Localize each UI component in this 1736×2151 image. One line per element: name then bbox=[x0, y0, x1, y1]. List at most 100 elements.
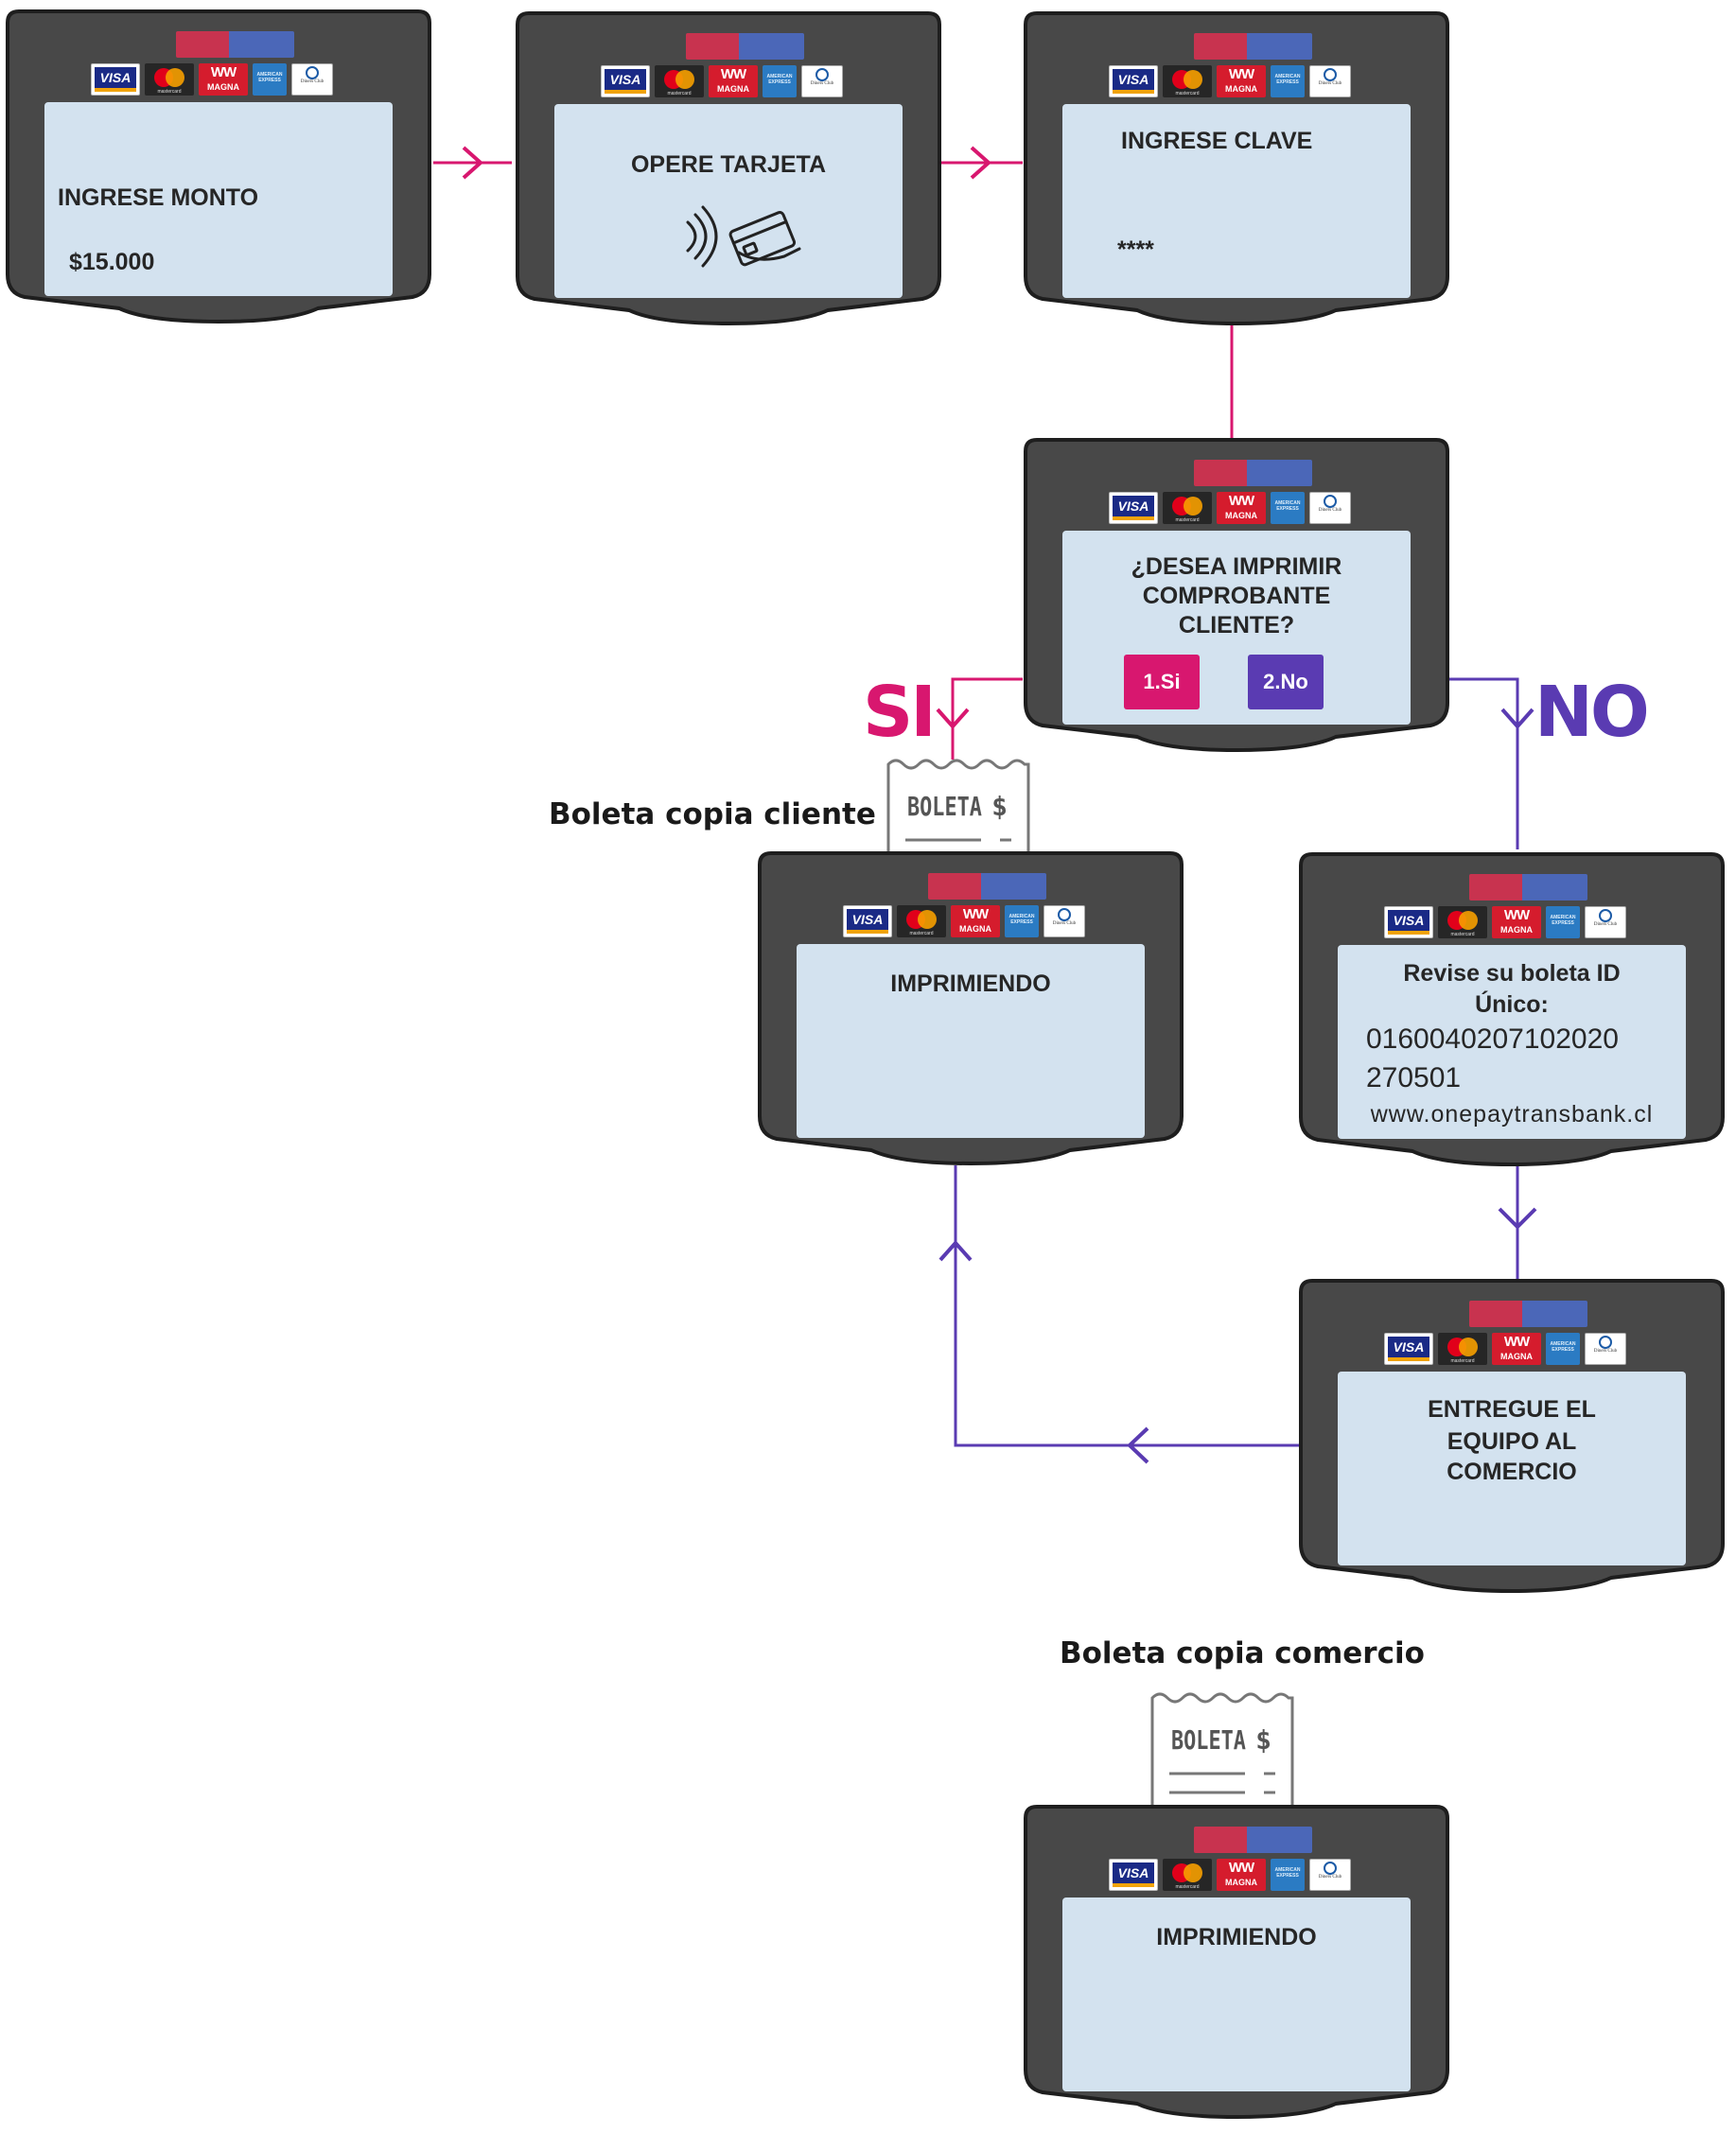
screen-line-1: ENTREGUE EL bbox=[1428, 1396, 1596, 1423]
terminal-screen: IMPRIMIENDO bbox=[797, 944, 1145, 1138]
arrow-down-icon bbox=[1500, 708, 1534, 730]
arrow-right-icon bbox=[970, 146, 992, 180]
mastercard-logo-icon: mastercard bbox=[1163, 65, 1212, 97]
receipt-cliente-icon: BOLETA $ bbox=[885, 757, 1032, 861]
contactless-card-icon bbox=[686, 205, 801, 268]
screen-line-3: COMERCIO bbox=[1447, 1459, 1577, 1485]
mastercard-logo-icon: mastercard bbox=[145, 63, 194, 96]
diners-logo-icon: Diners Club bbox=[1585, 906, 1626, 938]
receipt-currency: $ bbox=[1255, 1724, 1271, 1756]
arrow-down-icon bbox=[1498, 1207, 1537, 1230]
terminal-screen: INGRESE MONTO $15.000 bbox=[44, 102, 393, 296]
diners-logo-icon: Diners Club bbox=[1309, 1859, 1351, 1891]
amex-logo-icon: AMERICAN EXPRESS bbox=[1271, 492, 1305, 524]
screen-line-2: $15.000 bbox=[69, 249, 155, 275]
amex-logo-icon: AMERICAN EXPRESS bbox=[1546, 1333, 1580, 1365]
visa-logo-icon: VISA bbox=[91, 63, 140, 96]
screen-line-2: EQUIPO AL bbox=[1447, 1428, 1577, 1455]
screen-line-1: Revise su boleta ID bbox=[1403, 960, 1621, 987]
boleta-id-part-2: 270501 bbox=[1366, 1062, 1462, 1093]
caption-boleta-cliente: Boleta copia cliente bbox=[549, 797, 876, 831]
screen-line-1: INGRESE CLAVE bbox=[1121, 128, 1313, 154]
amex-logo-icon: AMERICAN EXPRESS bbox=[1005, 905, 1039, 937]
amex-logo-icon: AMERICAN EXPRESS bbox=[253, 63, 287, 96]
visa-logo-icon: VISA bbox=[1109, 65, 1158, 97]
mastercard-logo-icon: mastercard bbox=[897, 905, 946, 937]
terminal-screen: OPERE TARJETA bbox=[554, 104, 903, 298]
onepay-url-link[interactable]: www.onepaytransbank.cl bbox=[1370, 1101, 1654, 1128]
visa-logo-icon: VISA bbox=[601, 65, 650, 97]
brand-bar bbox=[1194, 1827, 1312, 1853]
branch-no-label: NO bbox=[1534, 672, 1650, 753]
visa-logo-icon: VISA bbox=[1384, 906, 1433, 938]
amex-logo-icon: AMERICAN EXPRESS bbox=[1271, 1859, 1305, 1891]
screen-line-1: IMPRIMIENDO bbox=[890, 971, 1051, 997]
connector-entregue-to-imprimiendo bbox=[954, 1165, 1301, 1447]
arrow-right-icon bbox=[462, 146, 484, 180]
screen-line-2: **** bbox=[1117, 236, 1154, 263]
screen-line-1: ¿DESEA IMPRIMIR bbox=[1131, 553, 1342, 580]
mastercard-logo-icon: mastercard bbox=[1438, 1333, 1487, 1365]
mastercard-logo-icon: mastercard bbox=[1438, 906, 1487, 938]
amex-logo-icon: AMERICAN EXPRESS bbox=[1546, 906, 1580, 938]
terminal-screen: ENTREGUE EL EQUIPO AL COMERCIO bbox=[1338, 1372, 1686, 1565]
connector-si-branch bbox=[951, 677, 1023, 760]
brand-bar bbox=[1469, 874, 1587, 901]
amex-logo-icon: AMERICAN EXPRESS bbox=[763, 65, 797, 97]
diners-logo-icon: Diners Club bbox=[1585, 1333, 1626, 1365]
option-no-button[interactable]: 2.No bbox=[1248, 655, 1324, 709]
brand-bar bbox=[1469, 1301, 1587, 1327]
screen-line-2: Único: bbox=[1475, 991, 1549, 1018]
brand-bar bbox=[1194, 460, 1312, 486]
screen-line-1: OPERE TARJETA bbox=[630, 151, 827, 178]
connector-no-branch bbox=[1444, 677, 1519, 849]
screen-line-1: IMPRIMIENDO bbox=[1156, 1924, 1317, 1950]
terminal-screen: ¿DESEA IMPRIMIR COMPROBANTE CLIENTE? 1.S… bbox=[1062, 531, 1411, 725]
receipt-word: BOLETA bbox=[1171, 1724, 1246, 1756]
receipt-word: BOLETA bbox=[907, 791, 982, 822]
arrow-left-icon bbox=[1127, 1426, 1149, 1464]
screen-line-2: COMPROBANTE bbox=[1142, 583, 1331, 609]
option-si-button[interactable]: 1.Si bbox=[1124, 655, 1200, 709]
diners-logo-icon: Diners Club bbox=[1043, 905, 1085, 937]
mastercard-logo-icon: mastercard bbox=[655, 65, 704, 97]
brand-bar bbox=[686, 33, 804, 60]
arrow-down-icon bbox=[936, 708, 970, 730]
diners-logo-icon: Diners Club bbox=[1309, 65, 1351, 97]
arrow-up-icon bbox=[938, 1239, 973, 1262]
terminal-screen: Revise su boleta ID Único: 0160040207102… bbox=[1338, 945, 1686, 1139]
boleta-id-part-1: 0160040207102020 bbox=[1366, 1023, 1619, 1055]
caption-boleta-comercio: Boleta copia comercio bbox=[1060, 1636, 1425, 1670]
visa-logo-icon: VISA bbox=[1109, 1859, 1158, 1891]
screen-line-1: INGRESE MONTO bbox=[58, 184, 259, 211]
receipt-currency: $ bbox=[991, 791, 1008, 822]
amex-logo-icon: AMERICAN EXPRESS bbox=[1271, 65, 1305, 97]
diners-logo-icon: Diners Club bbox=[1309, 492, 1351, 524]
visa-logo-icon: VISA bbox=[843, 905, 892, 937]
branch-si-label: SI bbox=[863, 672, 937, 753]
receipt-comercio-icon: BOLETA $ bbox=[1149, 1690, 1296, 1811]
diners-logo-icon: Diners Club bbox=[291, 63, 333, 96]
